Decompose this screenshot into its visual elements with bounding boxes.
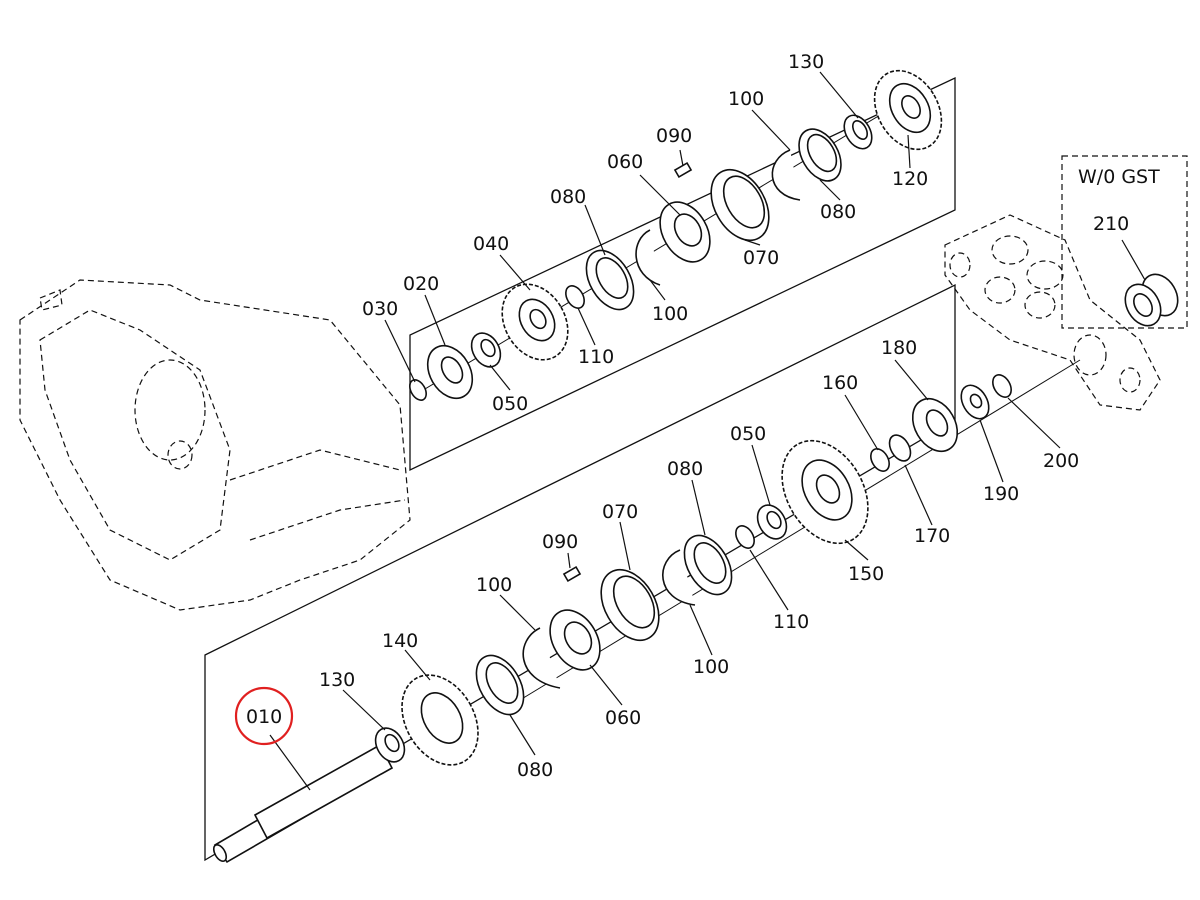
washer-190 — [960, 384, 990, 420]
label-120: 120 — [892, 168, 928, 190]
label-060-bot: 060 — [605, 707, 641, 729]
label-090-bot: 090 — [542, 531, 578, 553]
gear-150 — [781, 439, 869, 545]
label-130-top: 130 — [788, 51, 824, 73]
label-100-bot-l: 100 — [476, 574, 512, 596]
circlip-030 — [409, 379, 427, 401]
gear-040 — [501, 283, 569, 361]
needle-bearing-050-lower — [756, 504, 788, 540]
label-050-top: 050 — [492, 393, 528, 415]
upper-assembly-frame — [409, 76, 956, 472]
label-160: 160 — [822, 372, 858, 394]
inset-box — [1061, 155, 1188, 329]
label-140: 140 — [382, 630, 418, 652]
hub-060-lower — [549, 609, 601, 671]
needle-bearing-050-upper — [470, 332, 502, 368]
label-080-top-r: 080 — [820, 201, 856, 223]
circlip-110-upper — [565, 285, 585, 309]
spring-100-lower-right — [662, 549, 696, 606]
label-110-top: 110 — [578, 346, 614, 368]
synchro-ring-080-lower-right — [683, 534, 733, 596]
leader-lines — [269, 71, 1146, 791]
needle-bearing-130-lower — [374, 727, 406, 763]
bearing-180 — [911, 397, 959, 453]
label-050-bot: 050 — [730, 423, 766, 445]
circlip-160 — [870, 448, 890, 472]
label-020: 020 — [403, 273, 439, 295]
needle-bearing-130-upper — [843, 114, 873, 150]
label-090-top: 090 — [656, 125, 692, 147]
transmission-housing — [19, 279, 411, 611]
gear-140 — [401, 674, 479, 766]
label-010: 010 — [246, 706, 282, 728]
lower-axis — [519, 359, 1081, 701]
label-100-mid: 100 — [652, 303, 688, 325]
label-100-bot-r: 100 — [693, 656, 729, 678]
label-210: 210 — [1093, 213, 1129, 235]
synchro-ring-080-lower-left — [475, 654, 525, 716]
sleeve-070-upper — [710, 168, 770, 242]
synchro-ring-080-upper-right — [798, 128, 842, 182]
label-180: 180 — [881, 337, 917, 359]
bearing-020 — [426, 344, 474, 400]
part-labels: 130 100 090 060 120 080 080 070 040 100 … — [246, 51, 1129, 781]
inset-title: W/0 GST — [1078, 166, 1160, 188]
gear-120 — [873, 69, 943, 151]
ring-170 — [888, 434, 912, 462]
label-080-bot-r: 080 — [667, 458, 703, 480]
label-030: 030 — [362, 298, 398, 320]
spring-100-lower-left — [522, 627, 561, 689]
rear-plate — [944, 214, 1161, 411]
label-100-top: 100 — [728, 88, 764, 110]
spring-100-upper-right — [771, 149, 801, 201]
label-200: 200 — [1043, 450, 1079, 472]
shaft-010 — [212, 743, 394, 864]
spring-100-upper-left — [635, 229, 661, 286]
highlight-circle-010 — [234, 686, 294, 746]
key-090-lower — [562, 565, 582, 583]
label-110-bot: 110 — [773, 611, 809, 633]
bushing-210 — [1124, 273, 1179, 327]
label-080-bot: 080 — [517, 759, 553, 781]
label-150: 150 — [848, 563, 884, 585]
label-070-top: 070 — [743, 247, 779, 269]
synchro-ring-080-upper-left — [585, 249, 635, 311]
label-190: 190 — [983, 483, 1019, 505]
label-170: 170 — [914, 525, 950, 547]
label-080-top-l: 080 — [550, 186, 586, 208]
label-060-top: 060 — [607, 151, 643, 173]
key-090-upper — [673, 161, 693, 179]
hub-060-upper — [659, 201, 711, 263]
sleeve-070-lower — [600, 568, 660, 642]
label-130-bot: 130 — [319, 669, 355, 691]
circlip-110-lower — [735, 525, 755, 549]
circlip-200 — [992, 374, 1012, 398]
label-040: 040 — [473, 233, 509, 255]
label-070-bot: 070 — [602, 501, 638, 523]
